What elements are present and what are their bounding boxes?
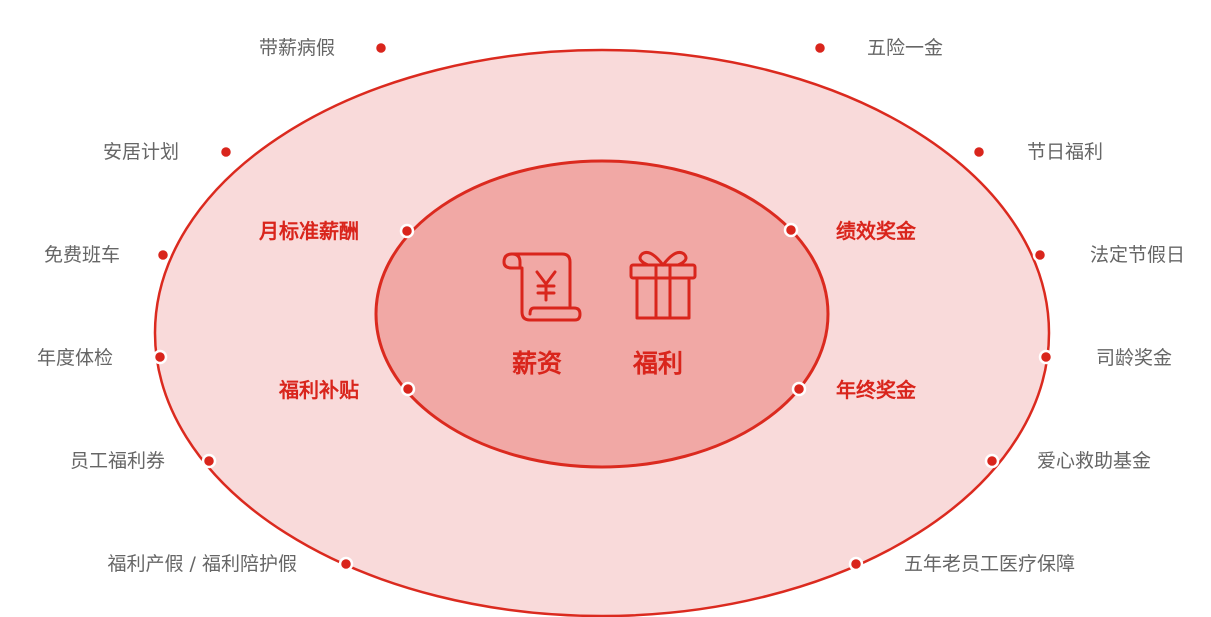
outer-item-right-2: 节日福利 xyxy=(1027,141,1104,163)
outer-item-right-1: 五险一金 xyxy=(867,37,944,59)
dot-inner-right-2 xyxy=(791,381,807,397)
outer-item-right-3: 法定节假日 xyxy=(1090,244,1186,266)
dot-inner-left-1 xyxy=(399,223,415,239)
outer-item-left-3: 免费班车 xyxy=(43,244,120,266)
dot-outer-left-2 xyxy=(218,144,234,160)
dot-outer-right-3 xyxy=(1032,247,1048,263)
outer-item-left-5: 员工福利券 xyxy=(69,450,165,472)
outer-item-left-1: 带薪病假 xyxy=(258,37,335,59)
inner-item-right-1: 绩效奖金 xyxy=(836,219,916,243)
dot-inner-right-1 xyxy=(783,222,799,238)
outer-item-right-4: 司龄奖金 xyxy=(1096,347,1173,369)
dot-outer-right-1 xyxy=(812,40,828,56)
dot-outer-right-6 xyxy=(848,556,864,572)
dot-outer-left-5 xyxy=(201,453,217,469)
gift-box-icon xyxy=(629,250,697,320)
dot-outer-right-2 xyxy=(971,144,987,160)
outer-item-left-4: 年度体检 xyxy=(36,347,113,369)
outer-item-right-5: 爱心救助基金 xyxy=(1037,450,1152,472)
inner-item-right-2: 年终奖金 xyxy=(836,378,916,402)
outer-item-left-6: 福利产假 / 福利陪护假 xyxy=(107,553,297,575)
dot-outer-left-6 xyxy=(338,556,354,572)
outer-item-right-6: 五年老员工医疗保障 xyxy=(904,553,1076,575)
inner-item-left-2: 福利补贴 xyxy=(279,378,359,402)
receipt-yen-icon xyxy=(502,252,582,322)
outer-item-left-2: 安居计划 xyxy=(102,141,179,163)
salary-label: 薪资 xyxy=(512,349,563,378)
dot-outer-left-4 xyxy=(152,349,168,365)
dot-outer-left-1 xyxy=(373,40,389,56)
dot-inner-left-2 xyxy=(400,381,416,397)
dot-outer-left-3 xyxy=(155,247,171,263)
inner-ellipse xyxy=(374,159,830,469)
dot-outer-right-5 xyxy=(984,453,1000,469)
benefits-label: 福利 xyxy=(633,349,684,378)
connector-dots xyxy=(152,40,1054,572)
dot-outer-right-4 xyxy=(1038,349,1054,365)
inner-item-left-1: 月标准薪酬 xyxy=(259,219,359,243)
